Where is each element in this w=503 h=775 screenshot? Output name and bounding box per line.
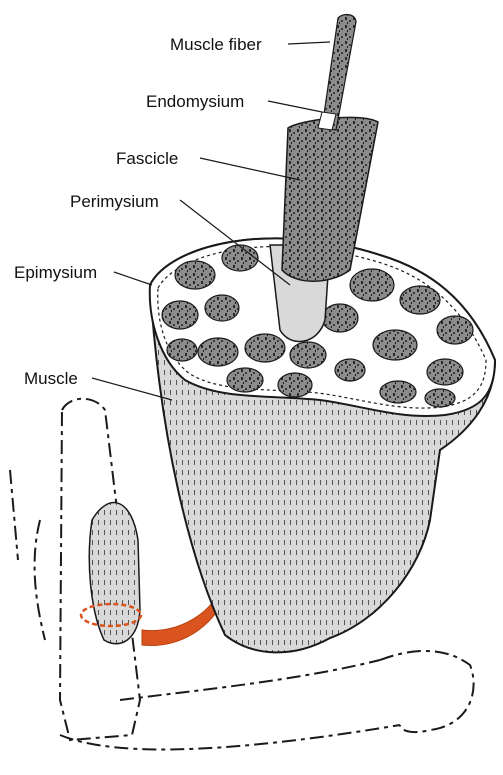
label-muscle: Muscle bbox=[24, 370, 78, 387]
label-perimysium: Perimysium bbox=[70, 193, 159, 210]
label-muscle-fiber: Muscle fiber bbox=[170, 36, 262, 53]
label-endomysium: Endomysium bbox=[146, 93, 244, 110]
label-epimysium: Epimysium bbox=[14, 264, 97, 281]
label-fascicle: Fascicle bbox=[116, 150, 178, 167]
